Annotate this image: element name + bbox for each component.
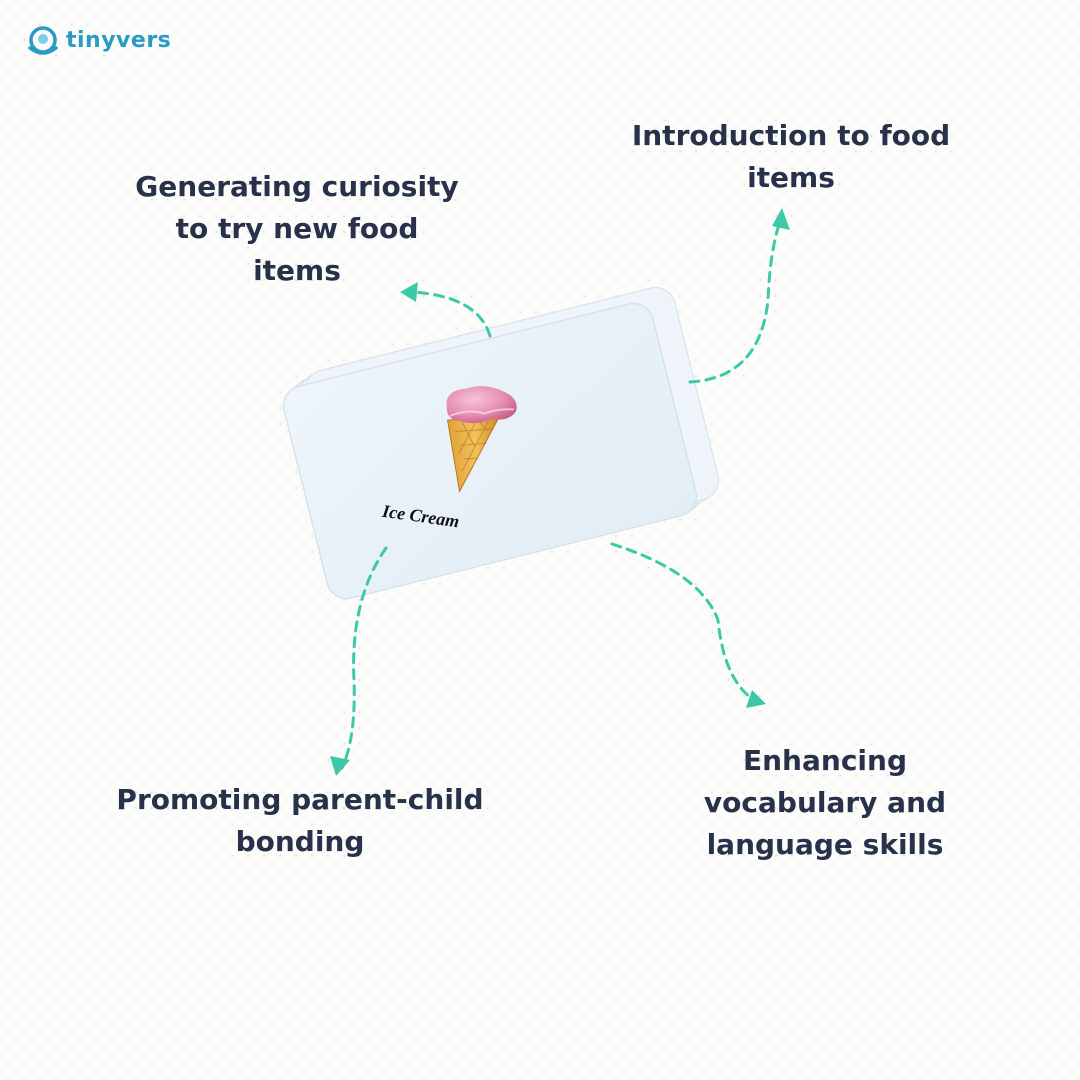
connector-bonding [340,546,388,770]
tinyvers-logo-icon [28,26,58,55]
benefit-label-introduction: Introduction to food items [631,119,951,194]
benefit-label-vocabulary: Enhancing vocabulary and language skills [703,744,947,861]
brand-logo: tinyvers [26,24,171,58]
connector-introduction [688,220,782,384]
arrowheads [330,208,790,776]
ice-cream-cone-icon [446,386,517,493]
arrowhead-introduction [772,208,790,230]
connector-vocabulary [610,542,756,702]
arrowhead-curiosity [400,282,418,302]
arrowhead-vocabulary [746,690,766,708]
brand-name: tinyvers [66,28,172,53]
benefit-label-curiosity: Generating curiosity to try new food ite… [135,170,459,287]
connector-curiosity [410,290,492,338]
ice-cream-flashcard: Ice Cream [282,302,698,600]
arrowhead-bonding [330,756,350,776]
benefit-label-bonding: Promoting parent-child bonding [116,783,484,858]
connectors [340,220,782,770]
